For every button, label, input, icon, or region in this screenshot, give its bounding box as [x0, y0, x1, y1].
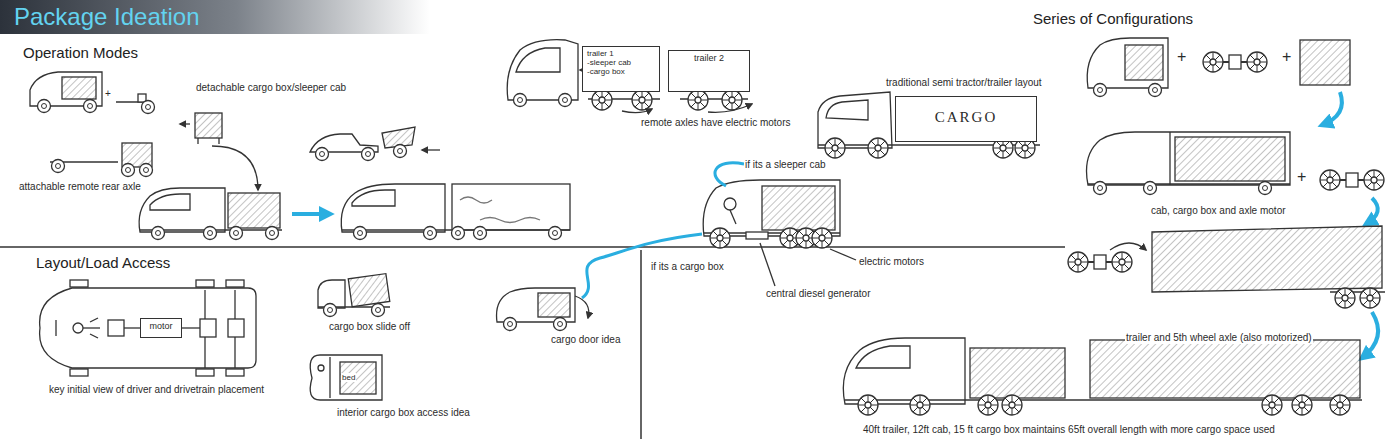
title-bar	[0, 0, 430, 34]
plus-sign: +	[104, 88, 112, 100]
note-text: if its a sleeper cab	[744, 159, 827, 171]
section-dividers	[0, 247, 1065, 439]
trailer-box: trailer 1-sleeper cab-cargo box	[582, 46, 660, 92]
note-text: interior cargo box access idea	[336, 407, 471, 419]
note-text: key initial view of driver and drivetrai…	[48, 384, 265, 396]
section-heading: Operation Modes	[22, 44, 139, 61]
box-text: trailer 2	[673, 53, 745, 63]
note-text: attachable remote rear axle	[18, 181, 142, 193]
page-title: Package Ideation	[14, 3, 199, 32]
note-text: electric motors	[858, 256, 925, 268]
bed-label: bed	[341, 373, 356, 382]
note-text: remote axles have electric motors	[640, 117, 792, 129]
series-configuration-sketches	[843, 38, 1385, 415]
plus-sign: +	[1296, 168, 1307, 186]
section-heading: Layout/Load Access	[35, 254, 171, 271]
operation-mode-sketches	[30, 72, 570, 240]
note-text: trailer and 5th wheel axle (also motoriz…	[1125, 332, 1313, 344]
note-text: if its a cargo box	[650, 261, 725, 273]
layout-sketches	[40, 274, 589, 400]
motor-box: motor	[140, 318, 182, 338]
box-text: trailer 1	[587, 49, 655, 58]
remote-axle-trailer-sketch	[507, 40, 752, 113]
trailer-box: trailer 2	[668, 50, 750, 92]
note-text: detachable cargo box/sleeper cab	[195, 82, 347, 94]
plus-sign: +	[1176, 48, 1187, 66]
section-heading: Series of Configurations	[1032, 10, 1194, 27]
sleeper-cab-truck-sketch	[582, 163, 856, 298]
box-text: CARGO	[900, 99, 1032, 126]
box-text: -sleeper cab	[587, 58, 655, 67]
cargo-trailer-box: CARGO	[895, 96, 1037, 142]
note-text: cargo box slide off	[328, 321, 411, 333]
box-text: motor	[145, 321, 177, 331]
caption-note: 40ft trailer, 12ft cab, 15 ft cargo box …	[862, 424, 1276, 436]
note-text: cargo door idea	[550, 334, 622, 346]
note-text: cab, cargo box and axle motor	[1150, 205, 1287, 217]
box-text: -cargo box	[587, 67, 655, 76]
note-text: traditional semi tractor/trailer layout	[885, 77, 1043, 89]
note-text: central diesel generator	[765, 288, 872, 300]
semi-tractor-sketch	[818, 92, 1040, 158]
plus-sign: +	[1281, 48, 1292, 66]
